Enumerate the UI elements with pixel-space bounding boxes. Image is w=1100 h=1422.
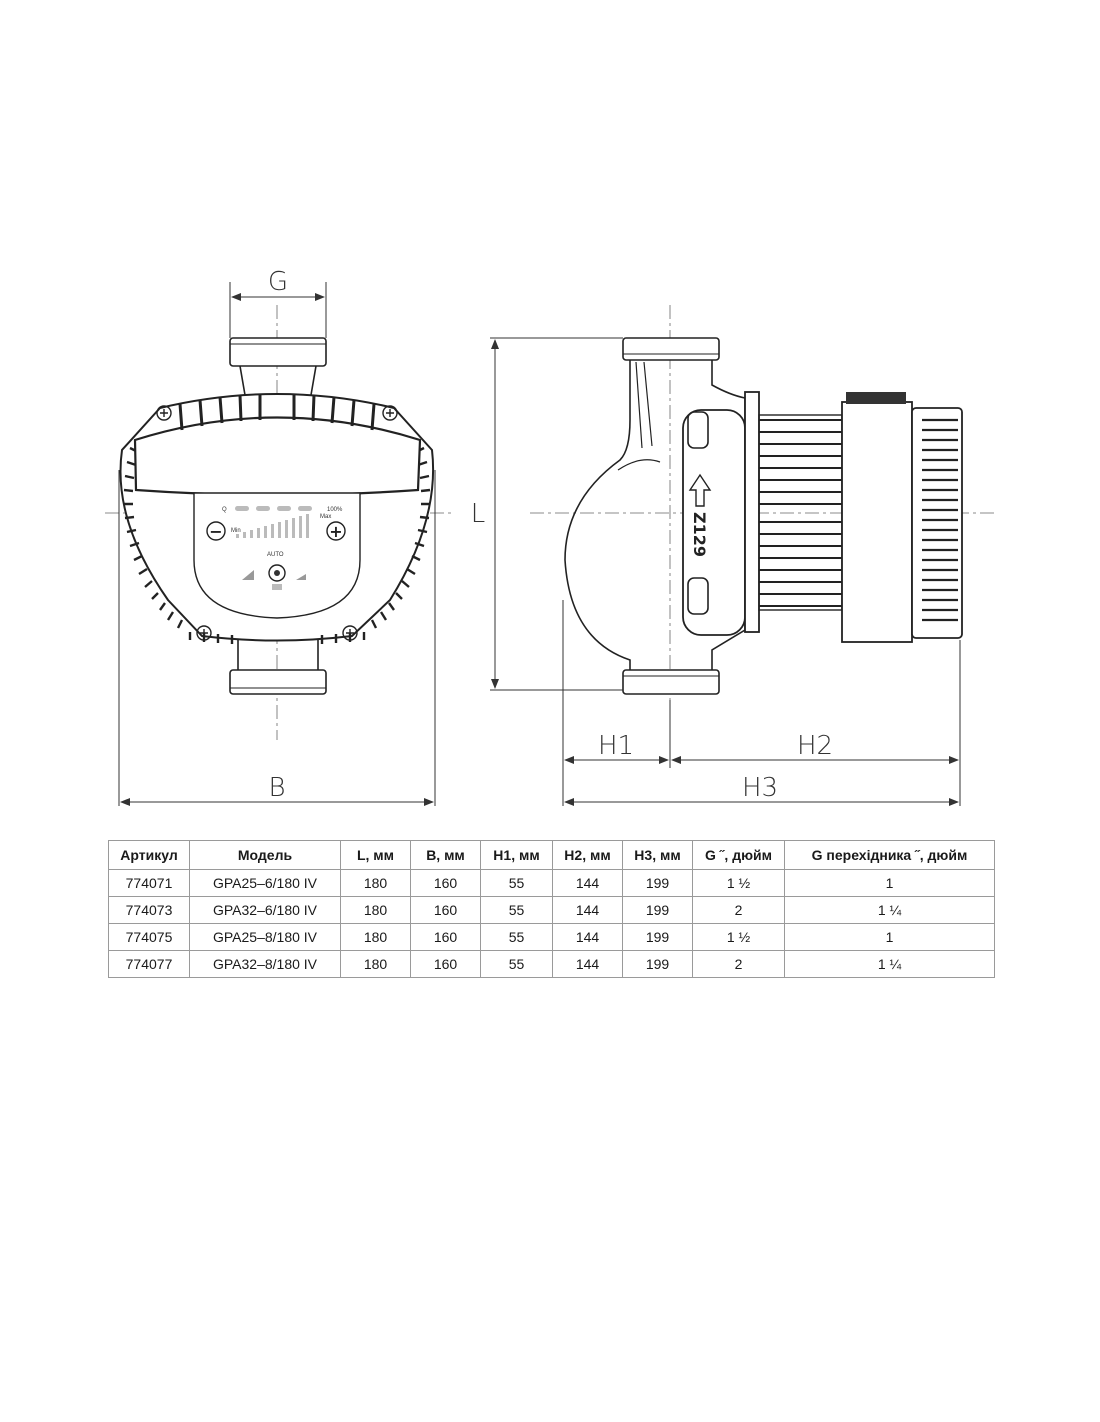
cell-article: 774073: [108, 896, 190, 924]
dimension-label-b: B: [268, 773, 285, 803]
cell-article: 774071: [108, 869, 190, 897]
specification-table: Артикул Модель L, мм B, мм H1, мм H2, мм…: [108, 840, 995, 978]
cell-g: 1 ½: [692, 869, 785, 897]
cell-l: 180: [340, 869, 411, 897]
table-row: 774071 GPA25–6/180 IV 180 160 55 144 199…: [108, 869, 995, 897]
header-h2: H2, мм: [552, 840, 623, 870]
dimension-label-h1: H1: [598, 731, 634, 761]
cell-article: 774077: [108, 950, 190, 978]
cell-h2: 144: [552, 923, 623, 951]
cell-b: 160: [410, 896, 481, 924]
minus-icon: −: [209, 522, 222, 541]
header-b: B, мм: [410, 840, 481, 870]
dimension-label-h3: H3: [742, 773, 778, 803]
cell-g-adapter: 1: [784, 869, 995, 897]
side-view: [530, 305, 995, 740]
dimension-g: [229, 282, 327, 338]
control-panel-labels: Q 100% Min Max AUTO − +: [209, 507, 343, 558]
min-label: Min: [231, 528, 241, 534]
table-row: 774077 GPA32–8/180 IV 180 160 55 144 199…: [108, 950, 995, 978]
dimension-h: [562, 600, 961, 806]
header-h3: H3, мм: [622, 840, 693, 870]
cell-g: 2: [692, 950, 785, 978]
cell-model: GPA25–6/180 IV: [189, 869, 341, 897]
cell-h2: 144: [552, 869, 623, 897]
cell-h3: 199: [622, 923, 693, 951]
cell-h2: 144: [552, 896, 623, 924]
cell-model: GPA32–6/180 IV: [189, 896, 341, 924]
cell-h3: 199: [622, 869, 693, 897]
dimension-label-g: G: [268, 267, 288, 297]
pump-technical-drawing: Q 100% Min Max AUTO − + G B: [105, 267, 995, 806]
cell-article: 774075: [108, 923, 190, 951]
cell-g-adapter: 1 ¼: [784, 950, 995, 978]
cell-h1: 55: [480, 923, 553, 951]
max-label: Max: [320, 514, 331, 520]
dimension-label-h2: H2: [797, 731, 833, 761]
body-marking: Z129: [690, 512, 709, 557]
cell-g: 2: [692, 896, 785, 924]
cell-model: GPA25–8/180 IV: [189, 923, 341, 951]
header-l: L, мм: [340, 840, 411, 870]
table-header-row: Артикул Модель L, мм B, мм H1, мм H2, мм…: [108, 840, 995, 870]
cell-g: 1 ½: [692, 923, 785, 951]
dimension-l: [490, 337, 623, 691]
cell-b: 160: [410, 950, 481, 978]
cell-h3: 199: [622, 950, 693, 978]
cell-b: 160: [410, 869, 481, 897]
cell-h3: 199: [622, 896, 693, 924]
cell-g-adapter: 1: [784, 923, 995, 951]
header-article: Артикул: [108, 840, 190, 870]
header-g: G ˝, дюйм: [692, 840, 785, 870]
dimension-b: [118, 470, 436, 806]
percent-label: 100%: [327, 507, 343, 513]
cell-h1: 55: [480, 869, 553, 897]
header-g-adapter: G перехідника ˝, дюйм: [784, 840, 995, 870]
cell-l: 180: [340, 923, 411, 951]
table-row: 774075 GPA25–8/180 IV 180 160 55 144 199…: [108, 923, 995, 951]
cell-g-adapter: 1 ¼: [784, 896, 995, 924]
cell-l: 180: [340, 950, 411, 978]
auto-label: AUTO: [267, 552, 284, 558]
cell-b: 160: [410, 923, 481, 951]
cell-l: 180: [340, 896, 411, 924]
header-h1: H1, мм: [480, 840, 553, 870]
front-view: [105, 305, 455, 740]
q-label: Q: [222, 507, 227, 513]
plus-icon: +: [329, 522, 342, 541]
dimension-label-l: L: [471, 499, 486, 529]
table-row: 774073 GPA32–6/180 IV 180 160 55 144 199…: [108, 896, 995, 924]
cell-h1: 55: [480, 896, 553, 924]
cell-h2: 144: [552, 950, 623, 978]
header-model: Модель: [189, 840, 341, 870]
cell-h1: 55: [480, 950, 553, 978]
cell-model: GPA32–8/180 IV: [189, 950, 341, 978]
